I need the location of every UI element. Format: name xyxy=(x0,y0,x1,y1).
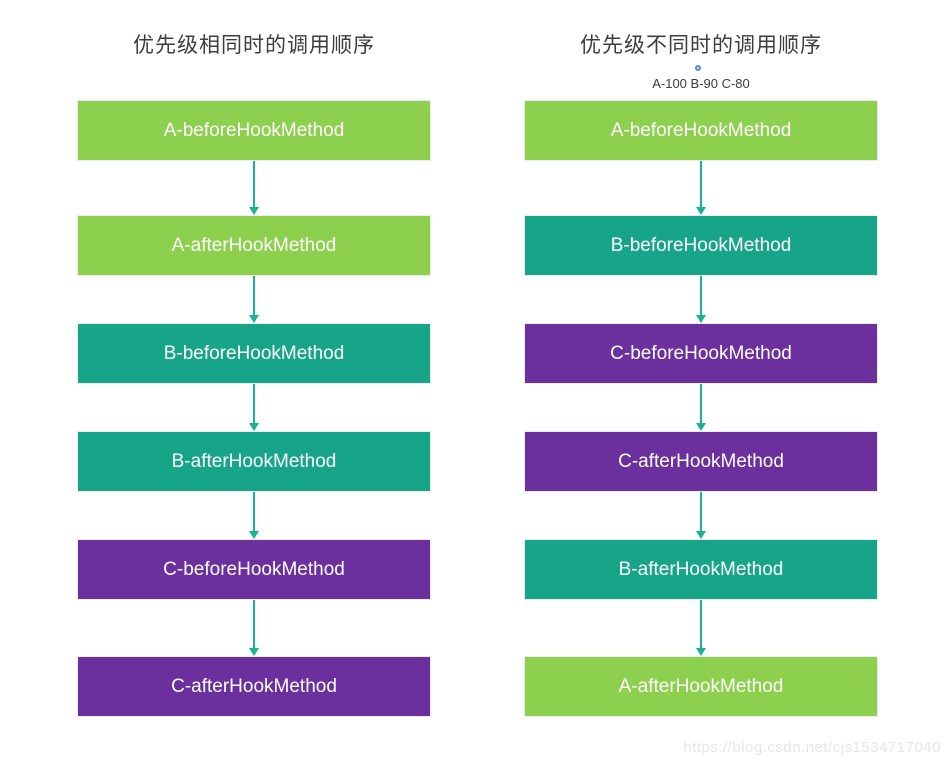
flow-step: A-beforeHookMethod xyxy=(524,100,878,161)
priority-note: A-100 B-90 C-80 xyxy=(652,76,750,91)
flow-step: A-afterHookMethod xyxy=(524,656,878,717)
arrow-line xyxy=(700,600,702,648)
watermark-url: https://blog.csdn.net/cjs1534717040 xyxy=(683,739,941,756)
arrow-down-icon xyxy=(249,315,259,323)
flow-arrow xyxy=(696,276,706,323)
flow-arrow xyxy=(696,600,706,656)
flow-step: C-afterHookMethod xyxy=(524,431,878,492)
flow-step: A-beforeHookMethod xyxy=(77,100,431,161)
flow-arrow xyxy=(696,384,706,431)
arrow-line xyxy=(253,161,255,207)
arrow-line xyxy=(253,600,255,648)
flow-arrow xyxy=(249,384,259,431)
flow-arrow xyxy=(249,161,259,215)
flow-step: B-beforeHookMethod xyxy=(77,323,431,384)
left-flow-title: 优先级相同时的调用顺序 xyxy=(133,34,375,57)
arrow-down-icon xyxy=(696,423,706,431)
flow-step: C-beforeHookMethod xyxy=(77,539,431,600)
flow-step: C-afterHookMethod xyxy=(77,656,431,717)
arrow-line xyxy=(253,276,255,315)
flow-step: B-beforeHookMethod xyxy=(524,215,878,276)
flow-arrow xyxy=(696,492,706,539)
flow-arrow xyxy=(696,161,706,215)
arrow-down-icon xyxy=(696,315,706,323)
flow-arrow xyxy=(249,600,259,656)
arrow-line xyxy=(253,492,255,531)
flow-step: B-afterHookMethod xyxy=(77,431,431,492)
right-flow-title: 优先级不同时的调用顺序 xyxy=(580,34,822,57)
priority-marker-icon xyxy=(695,65,701,71)
arrow-line xyxy=(700,492,702,531)
arrow-line xyxy=(700,161,702,207)
arrow-line xyxy=(700,384,702,423)
arrow-line xyxy=(253,384,255,423)
flow-arrow xyxy=(249,276,259,323)
arrow-down-icon xyxy=(249,423,259,431)
flow-arrow xyxy=(249,492,259,539)
arrow-line xyxy=(700,276,702,315)
arrow-down-icon xyxy=(696,648,706,656)
arrow-down-icon xyxy=(696,531,706,539)
flow-step: A-afterHookMethod xyxy=(77,215,431,276)
flow-step: C-beforeHookMethod xyxy=(524,323,878,384)
flow-step: B-afterHookMethod xyxy=(524,539,878,600)
arrow-down-icon xyxy=(249,207,259,215)
arrow-down-icon xyxy=(696,207,706,215)
arrow-down-icon xyxy=(249,648,259,656)
arrow-down-icon xyxy=(249,531,259,539)
